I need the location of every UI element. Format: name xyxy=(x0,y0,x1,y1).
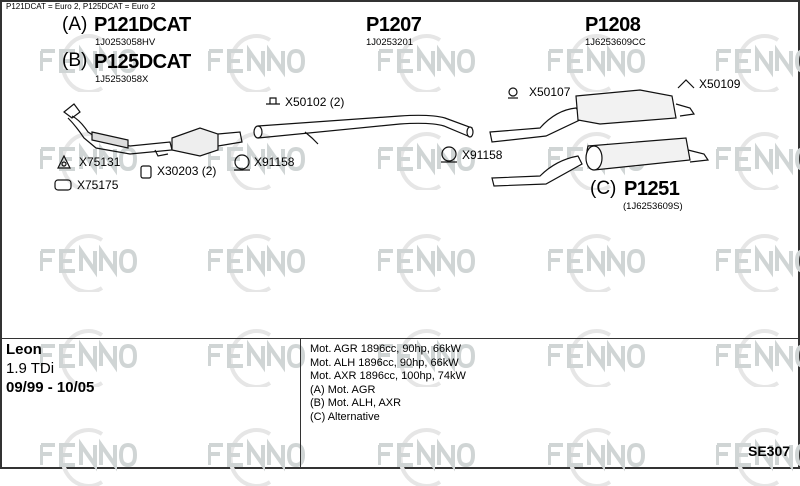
fitting-x91158[interactable]: X91158 xyxy=(254,155,295,169)
info-line: Mot. AGR 1896cc, 90hp, 66kW xyxy=(310,343,462,355)
mount-icon xyxy=(140,165,152,179)
info-line: (A) Mot. AGR xyxy=(310,383,376,396)
vehicle-engine: 1.9 TDi xyxy=(6,360,55,377)
vehicle-model: Leon xyxy=(6,341,42,358)
euro-note: P121DCAT = Euro 2, P125DCAT = Euro 2 xyxy=(6,2,156,11)
info-line: Mot. AXR 1896cc, 100hp, 74kW xyxy=(310,370,466,382)
oem-number: 1J5253058X xyxy=(95,74,149,85)
engine-info: Mot. AGR 1896cc, 90hp, 66kW Mot. ALH 189… xyxy=(310,343,466,424)
clamp-icon xyxy=(234,154,250,171)
info-line: (B) Mot. ALH, AXR xyxy=(310,397,402,409)
gasket-icon xyxy=(57,154,71,169)
oem-number: 1J6253609CC xyxy=(585,37,646,48)
hanger-icon xyxy=(677,79,695,89)
rear-silencer[interactable] xyxy=(489,89,696,143)
info-line: (C) Alternative xyxy=(310,410,380,423)
divider xyxy=(0,338,800,339)
oem-number: 1J0253058HV xyxy=(95,37,156,48)
variant-a-label: (A) xyxy=(62,14,88,35)
variant-c-label: (C) xyxy=(590,178,617,199)
variant-b-label: (B) xyxy=(62,50,88,71)
fitting-x91158[interactable]: X91158 xyxy=(462,148,503,162)
fitting-x50109[interactable]: X50109 xyxy=(699,77,741,91)
middle-pipe[interactable] xyxy=(253,114,474,145)
oem-number: 1J0253201 xyxy=(366,37,414,48)
part-code-p1208[interactable]: P1208 xyxy=(585,14,641,36)
info-line: Mot. ALH 1896cc, 90hp, 66kW xyxy=(310,356,459,369)
part-code-p1207[interactable]: P1207 xyxy=(366,14,422,36)
exhaust-drawing xyxy=(54,79,710,191)
front-pipe-catalyst[interactable] xyxy=(63,103,243,157)
rubber-mount-icon xyxy=(508,87,518,99)
set-code: SE307 xyxy=(748,443,791,459)
fitting-x50102[interactable]: X50102 (2) xyxy=(285,95,345,109)
fitting-x50107[interactable]: X50107 xyxy=(529,85,571,99)
part-code-p125dcat[interactable]: P125DCAT xyxy=(94,51,191,73)
bracket-icon xyxy=(266,97,280,105)
part-code-p1251[interactable]: P1251 xyxy=(624,178,680,200)
alternative-silencer[interactable] xyxy=(491,137,710,187)
fitting-x75131[interactable]: X75131 xyxy=(79,155,121,169)
oem-number: (1J6253609S) xyxy=(623,201,683,212)
divider xyxy=(300,338,301,469)
clamp-icon xyxy=(441,146,457,163)
part-code-p121dcat[interactable]: P121DCAT xyxy=(94,14,191,36)
fitting-x75175[interactable]: X75175 xyxy=(77,178,119,192)
gasket-icon xyxy=(54,179,72,191)
fitting-x30203[interactable]: X30203 (2) xyxy=(157,164,217,178)
vehicle-years: 09/99 - 10/05 xyxy=(6,379,95,396)
